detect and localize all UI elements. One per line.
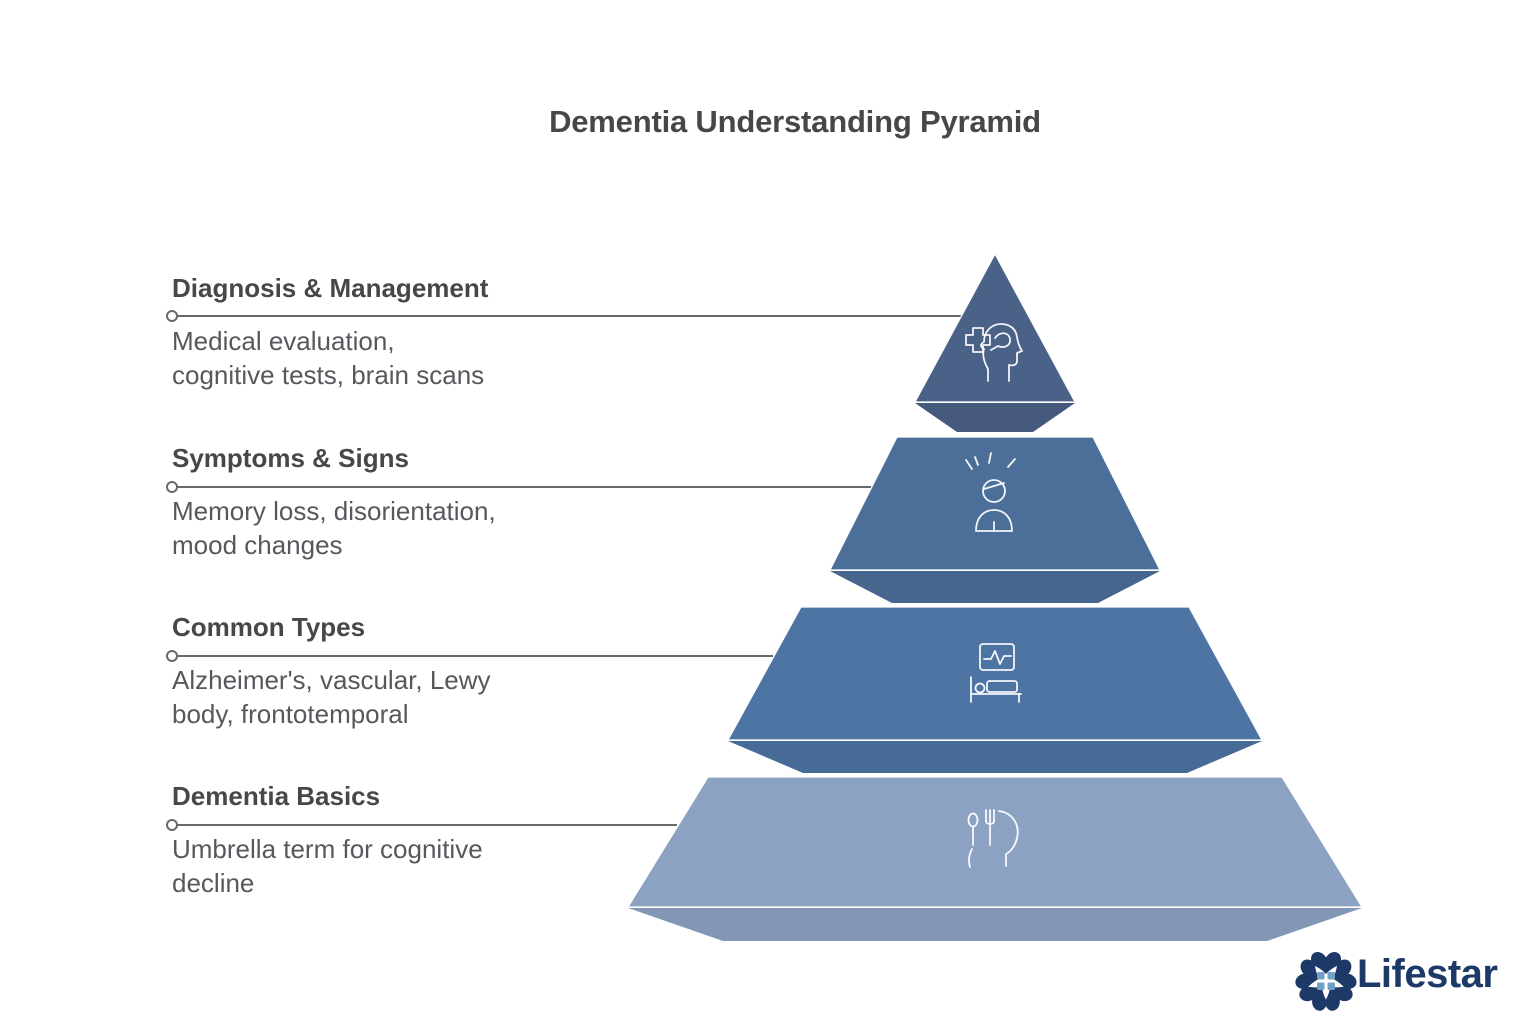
pyramid-level-4 (626, 776, 1364, 941)
pyramid-level-4-face (626, 776, 1364, 908)
level-3-heading: Common Types (172, 612, 366, 642)
lifestar-logo-icon (1295, 951, 1357, 1011)
level-1-heading: Diagnosis & Management (172, 273, 489, 303)
lifestar-star-petals (1295, 951, 1357, 1011)
head-with-utensils-icon (967, 809, 1019, 868)
pyramid-level-1-bevel (915, 403, 1075, 432)
connector-level-2 (166, 481, 871, 493)
connector-level-1 (166, 310, 961, 322)
level-3-description: Alzheimer's, vascular, Lewy body, fronto… (172, 665, 491, 729)
pyramid-level-2-face (829, 436, 1161, 571)
level-3-label: Common Types Alzheimer's, vascular, Lewy… (172, 609, 602, 731)
lifestar-window-panes (1317, 972, 1335, 990)
connector-level-4 (166, 819, 677, 831)
level-4-label: Dementia Basics Umbrella term for cognit… (172, 778, 602, 900)
head-with-medical-cross-icon (965, 323, 1023, 382)
pyramid-level-1-face (913, 252, 1077, 403)
level-1-label: Diagnosis & Management Medical evaluatio… (172, 270, 602, 392)
pyramid-level-2 (829, 436, 1161, 603)
stressed-person-icon (965, 452, 1016, 532)
lifestar-logo-text: Lifestar (1357, 952, 1498, 996)
level-4-description: Umbrella term for cognitive decline (172, 834, 483, 898)
pyramid-level-4-bevel (628, 908, 1362, 941)
pyramid-level-3 (726, 606, 1264, 773)
connector-level-3 (166, 650, 773, 662)
level-1-description: Medical evaluation, cognitive tests, bra… (172, 326, 485, 390)
hospital-bed-with-monitor-icon (970, 643, 1022, 703)
pyramid-level-2-bevel (830, 571, 1160, 603)
level-2-heading: Symptoms & Signs (172, 443, 409, 473)
level-2-description: Memory loss, disorientation, mood change… (172, 496, 496, 560)
page-title: Dementia Understanding Pyramid (549, 104, 1041, 139)
lifestar-logo: Lifestar (1357, 952, 1498, 997)
level-2-label: Symptoms & Signs Memory loss, disorienta… (172, 440, 602, 562)
pyramid-level-3-face (726, 606, 1264, 741)
level-4-heading: Dementia Basics (172, 781, 381, 811)
pyramid-level-3-bevel (728, 741, 1262, 773)
pyramid-level-1 (913, 252, 1077, 432)
